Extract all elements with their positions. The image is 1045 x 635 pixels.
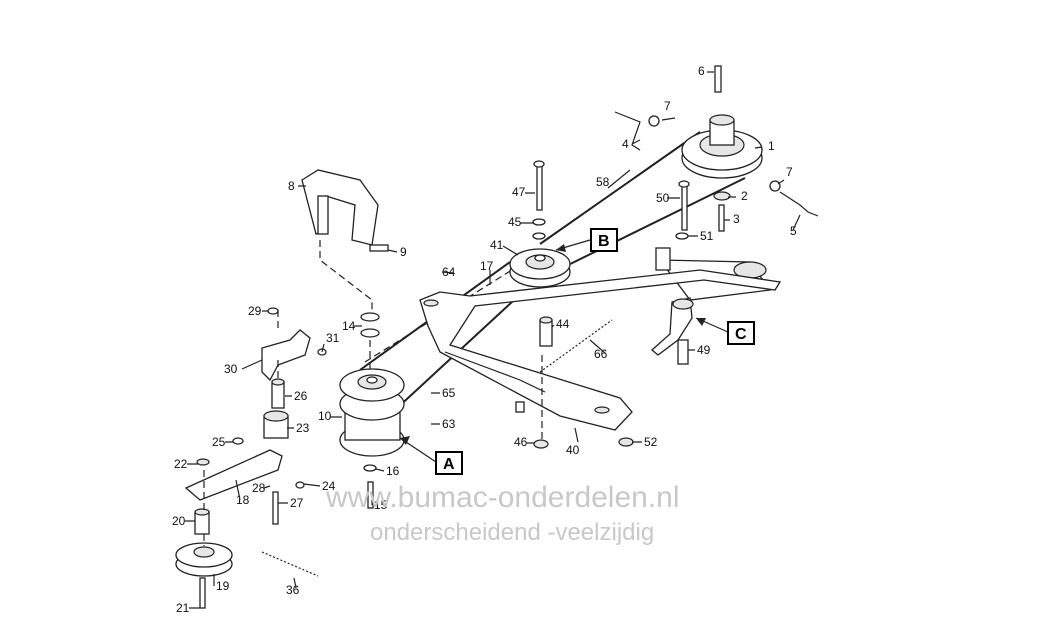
part-label: 29 <box>248 304 262 318</box>
part-label: 1 <box>768 139 775 153</box>
callout-c: C <box>695 317 755 345</box>
pulley-10 <box>339 368 405 509</box>
part-label: 20 <box>172 514 186 528</box>
watermark-url: www.bumac-onderdelen.nl <box>325 481 680 514</box>
part-label: 7 <box>786 165 793 179</box>
part-label: 58 <box>596 175 610 189</box>
part-label: 46 <box>514 435 528 449</box>
callout-b: B <box>555 228 618 252</box>
part-label: 66 <box>594 347 608 361</box>
part-label: 4 <box>622 137 629 151</box>
part-label: 7 <box>664 99 671 113</box>
watermark: www.bumac-onderdelen.nl onderscheidend -… <box>325 481 680 546</box>
callout-label-b: B <box>598 233 610 250</box>
callout-label-c: C <box>735 326 747 343</box>
part-label: 23 <box>296 421 310 435</box>
part-label: 47 <box>512 185 526 199</box>
part-label: 14 <box>342 319 356 333</box>
part-label: 26 <box>294 389 308 403</box>
part-label: 50 <box>656 191 670 205</box>
frame <box>419 269 782 431</box>
part-label: 63 <box>442 417 456 431</box>
belt-58 <box>539 131 746 271</box>
part-label: 36 <box>286 583 300 597</box>
part-label: 21 <box>176 601 190 615</box>
main-pulley <box>681 65 763 179</box>
left-assembly <box>175 307 327 609</box>
part-label: 3 <box>733 212 740 226</box>
part-label: 9 <box>400 245 407 259</box>
part-label: 30 <box>224 362 238 376</box>
part-label: 51 <box>700 229 714 243</box>
watermark-slogan: onderscheidend -veelzijdig <box>370 519 654 546</box>
part-label: 40 <box>566 443 580 457</box>
part-label: 25 <box>212 435 226 449</box>
pulley-41 <box>509 160 571 288</box>
part-label: 49 <box>697 343 711 357</box>
part-label: 6 <box>698 64 705 78</box>
part-label: 52 <box>644 435 658 449</box>
leader-lines <box>185 71 801 609</box>
part-label: 31 <box>326 331 340 345</box>
part-label: 18 <box>236 493 250 507</box>
part-label: 16 <box>386 464 400 478</box>
part-label: 41 <box>490 238 504 252</box>
part-label: 24 <box>322 479 336 493</box>
part-label: 5 <box>790 224 797 238</box>
part-label: 2 <box>741 189 748 203</box>
washers-14 <box>360 312 380 372</box>
part-label: 19 <box>216 579 230 593</box>
part-labels: 6 7 4 1 7 2 3 5 58 47 45 41 50 51 8 9 64… <box>172 64 797 615</box>
part-label: 15 <box>374 498 388 512</box>
part-label: 17 <box>480 259 494 273</box>
part-label: 8 <box>288 179 295 193</box>
part-label: 65 <box>442 386 456 400</box>
callout-label-a: A <box>443 456 455 473</box>
part-label: 44 <box>556 317 570 331</box>
pin-hardware <box>614 111 819 232</box>
part-label: 22 <box>174 457 188 471</box>
part-label: 10 <box>318 409 332 423</box>
spacer-and-spring <box>533 316 634 449</box>
callout-a: A <box>399 436 463 475</box>
bracket-8 <box>301 169 389 320</box>
part-label: 28 <box>252 481 266 495</box>
part-label: 45 <box>508 215 522 229</box>
part-label: 27 <box>290 496 304 510</box>
